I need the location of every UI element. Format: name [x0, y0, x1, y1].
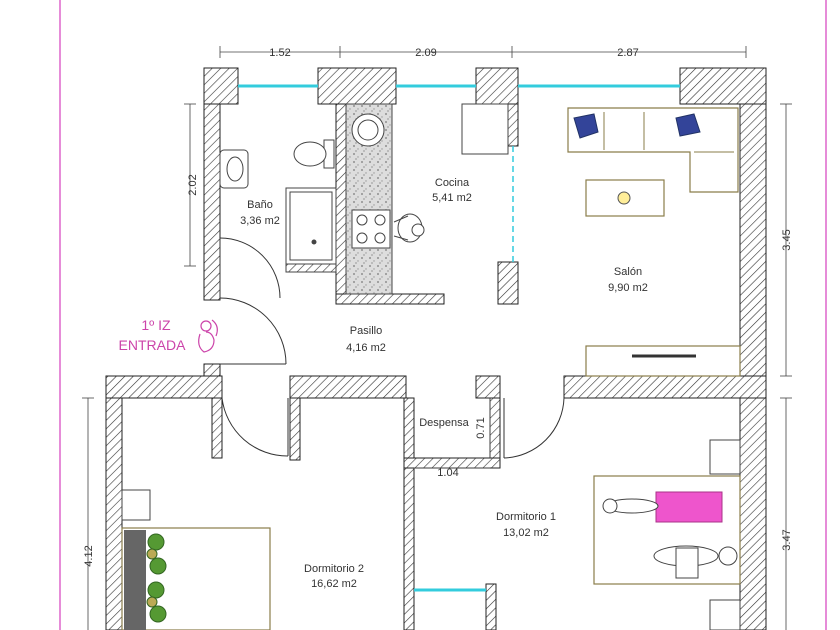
wall-right: [739, 103, 767, 630]
room-area-dormitorio2: 16,62 m2: [311, 578, 357, 590]
room-name-despensa: Despensa: [419, 417, 469, 429]
room-area-cocina: 5,41 m2: [432, 192, 472, 204]
room-name-dormitorio1: Dormitorio 1: [496, 511, 556, 523]
entrance-label: ENTRADA: [119, 337, 187, 353]
dim-despensa-h: 0.71: [475, 417, 487, 438]
door-bath-swing: [219, 237, 281, 299]
wall-top-right: [679, 67, 767, 105]
dim-despensa-w: 1.04: [437, 467, 458, 479]
newspaper-icon: [675, 547, 699, 579]
dim-top-2: 2.09: [415, 47, 436, 59]
room-name-salon: Salón: [614, 266, 642, 278]
wall-top-mid2: [475, 67, 519, 105]
plant-icon: [146, 533, 167, 623]
wall-kitchen-right-top: [507, 103, 519, 147]
bathroom-fixtures: [219, 139, 337, 273]
door-dorm2-swing: [221, 397, 289, 457]
wall-top-left: [203, 67, 239, 105]
door-dorm1-swing: [503, 397, 565, 459]
room-name-pasillo: Pasillo: [350, 325, 382, 337]
wall-mid-right: [563, 375, 767, 399]
dormitorio2-furniture: [121, 489, 271, 630]
room-name-bano: Baño: [247, 199, 273, 211]
wall-mid-center: [289, 375, 407, 399]
bed-icon-2: [121, 527, 271, 630]
wall-jamb-1: [211, 397, 223, 459]
walls: [105, 67, 767, 630]
windows: [238, 84, 680, 592]
page-border: [59, 0, 827, 630]
wall-mid-despensa: [475, 375, 501, 399]
wall-mid-left: [105, 375, 223, 399]
doors: [219, 237, 565, 459]
toilet-icon: [293, 141, 327, 167]
dim-right-upper: 3.45: [781, 229, 793, 250]
dim-top-3: 2.87: [617, 47, 638, 59]
entrance-person-icon: [198, 319, 218, 353]
cooktop-icon: [351, 209, 391, 249]
person-cooking-icon: [393, 213, 425, 243]
wall-left-lower: [105, 397, 123, 630]
wall-dorm2-right: [403, 397, 415, 630]
nightstand-icon-3: [121, 489, 151, 521]
dormitorio1-furniture: [593, 439, 741, 630]
door-entrance-swing: [219, 297, 287, 365]
room-area-dormitorio1: 13,02 m2: [503, 527, 549, 539]
dim-left-lower: 4.12: [83, 545, 95, 566]
dim-left-bath: 2.02: [187, 174, 199, 195]
wall-lower-stub: [485, 583, 497, 630]
tv-cabinet-icon: [585, 345, 741, 377]
cushion-icon: [573, 113, 701, 139]
nightstand-icon: [709, 439, 741, 475]
room-name-dormitorio2: Dormitorio 2: [304, 563, 364, 575]
wall-kitchen-right-bottom: [497, 261, 519, 305]
room-area-bano: 3,36 m2: [240, 215, 280, 227]
dimension-lines: [82, 46, 792, 630]
flower-icon: [617, 191, 631, 205]
wall-top-mid1: [317, 67, 397, 105]
entrance-floor: 1º IZ: [141, 317, 171, 333]
nightstand-icon-2: [709, 599, 741, 630]
room-area-salon: 9,90 m2: [608, 282, 648, 294]
blanket-icon: [655, 491, 723, 523]
salon-furniture: [567, 107, 741, 377]
dim-right-lower: 3.47: [781, 529, 793, 550]
wall-kitchen-bottom: [335, 293, 445, 305]
wall-jamb-2: [289, 397, 301, 461]
room-area-pasillo: 4,16 m2: [346, 342, 386, 354]
wall-left-bath: [203, 103, 221, 301]
wall-bath-kitchen: [335, 103, 347, 301]
dim-top-1: 1.52: [269, 47, 290, 59]
kitchen-fixtures: [345, 103, 509, 295]
room-name-cocina: Cocina: [435, 177, 470, 189]
fridge-icon: [461, 103, 509, 155]
blanket-icon-2: [124, 530, 146, 630]
